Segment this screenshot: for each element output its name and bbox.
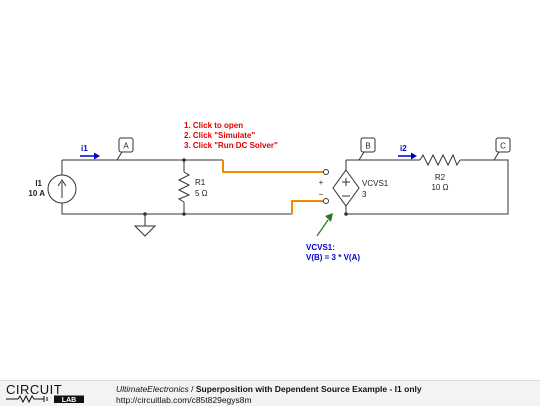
annotation-arrow <box>316 213 333 237</box>
i1-name: I1 <box>35 179 42 188</box>
annotation-line-2: V(B) = 3 * V(A) <box>306 253 360 262</box>
vcvs-control-plus-sign: + <box>319 178 324 187</box>
title-separator: / <box>188 384 196 394</box>
node-label-c: C <box>500 142 506 151</box>
control-wire-plus <box>222 160 323 173</box>
i2-current-label: i2 <box>400 144 407 153</box>
annotation-line-1: VCVS1: <box>306 243 335 252</box>
circuitlab-logo[interactable]: CIRCUIT LAB <box>4 382 108 404</box>
vcvs-control-minus-sign: − <box>319 190 324 199</box>
vcvs1-gain: 3 <box>362 190 367 199</box>
current-arrow-i2 <box>398 152 417 160</box>
node-flag-b[interactable]: B <box>358 137 376 161</box>
junction-dots <box>143 158 348 216</box>
circuit-title[interactable]: Superposition with Dependent Source Exam… <box>195 384 422 394</box>
vcvs1-name: VCVS1 <box>362 179 389 188</box>
i1-current-label: i1 <box>81 144 88 153</box>
node-flag-c[interactable]: C <box>493 137 511 161</box>
logo-text-top: CIRCUIT <box>6 382 62 397</box>
resistor-r2[interactable] <box>419 153 461 167</box>
instruction-1[interactable]: 1. Click to open <box>184 121 243 130</box>
footer-bar: CIRCUIT LAB UltimateElectronics / Superp… <box>0 380 540 406</box>
r2-value: 10 Ω <box>431 183 448 192</box>
circuit-url[interactable]: http://circuitlab.com/c85t829egys8m <box>116 395 252 405</box>
instruction-3[interactable]: 3. Click "Run DC Solver" <box>184 141 278 150</box>
control-wire-minus <box>291 200 323 214</box>
instruction-2[interactable]: 2. Click "Simulate" <box>184 131 255 140</box>
wires <box>61 159 509 226</box>
ground-icon <box>133 225 157 237</box>
node-label-a: A <box>123 142 129 151</box>
circuit-schematic[interactable]: + − I1 10 A R1 5 Ω R2 10 Ω VCVS1 3 A B <box>0 0 540 380</box>
node-flag-a[interactable]: A <box>116 137 134 161</box>
author-link[interactable]: UltimateElectronics <box>116 384 189 394</box>
r1-name: R1 <box>195 178 206 187</box>
resistor-r1[interactable] <box>177 171 191 203</box>
current-arrow-i1 <box>80 152 100 160</box>
node-label-b: B <box>365 142 370 151</box>
logo-text-bottom: LAB <box>62 397 76 404</box>
i1-value: 10 A <box>28 189 45 198</box>
vcvs-control-plus-terminal <box>323 169 329 175</box>
r1-value: 5 Ω <box>195 189 208 198</box>
footer-text: UltimateElectronics / Superposition with… <box>116 384 422 406</box>
current-source-i1[interactable] <box>47 174 77 204</box>
vcvs-control-minus-terminal <box>323 198 329 204</box>
vcvs1-diamond[interactable] <box>332 169 360 207</box>
r2-name: R2 <box>435 173 446 182</box>
